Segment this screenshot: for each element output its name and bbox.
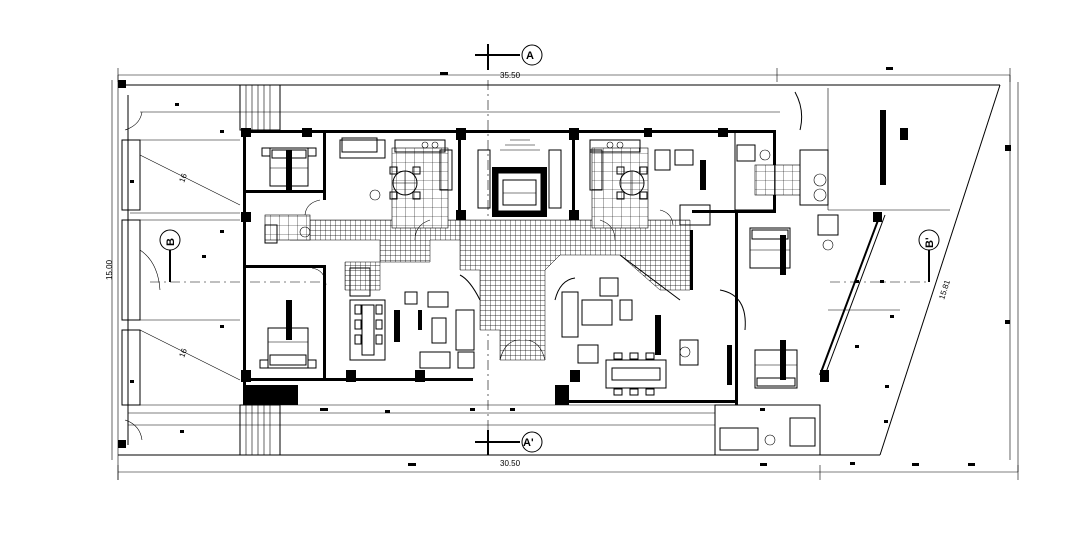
entry-stairs-top [239, 84, 281, 131]
stair-lower-label: 16 [177, 347, 189, 359]
curved-walls [459, 91, 886, 376]
dining-west [349, 299, 386, 361]
bed-west-lower [259, 327, 317, 369]
section-label-a-bottom: A' [523, 437, 534, 449]
breakfast-table-east [616, 166, 648, 200]
section-label-b-right: B' [924, 237, 936, 248]
breakfast-table-west [389, 166, 421, 200]
bath-tiles [264, 214, 311, 241]
kitchen-counters [339, 139, 694, 191]
section-label-a-top: A [526, 50, 534, 62]
black-wall-block-west [243, 385, 298, 405]
dimension-diagonal: 15.81 [937, 278, 952, 300]
structural-columns [118, 80, 1011, 448]
kitchen-east-tiles [591, 147, 649, 229]
dining-east [605, 352, 667, 396]
entry-stairs-bottom [239, 404, 281, 456]
parking-bays [121, 139, 241, 406]
black-wall-block-east [555, 385, 569, 405]
circulation-hatch [289, 219, 691, 361]
kitchen-west-tiles [391, 147, 449, 229]
dimension-bottom: 30.50 [500, 459, 521, 468]
living-west [349, 267, 475, 369]
service-tiles [754, 164, 801, 196]
section-marker-b-right: B' [830, 229, 940, 283]
bed-east-lower [754, 349, 798, 389]
dimension-lines [111, 67, 1019, 480]
elevator-core [477, 139, 562, 217]
section-label-b-left: B [165, 238, 177, 246]
section-marker-a-top: A [475, 44, 543, 70]
living-east [561, 277, 633, 364]
door-swings [124, 111, 674, 441]
section-marker-b-left: B [150, 229, 330, 283]
stair-upper-label: 16 [177, 172, 189, 184]
wardrobes [286, 110, 908, 385]
dimension-left: 15.00 [105, 259, 114, 280]
dimension-top: 35.50 [500, 71, 521, 80]
bathrooms [264, 137, 839, 451]
dimension-ticks [130, 103, 1010, 465]
service-block-east [679, 131, 829, 456]
section-marker-a-bottom: A' [475, 430, 543, 455]
